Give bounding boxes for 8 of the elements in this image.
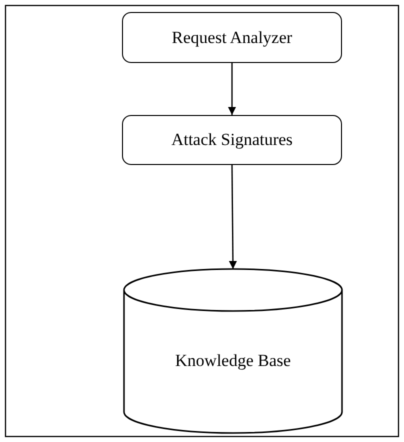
process-box <box>122 115 342 165</box>
node-label: Attack Signatures <box>171 130 293 150</box>
process-box <box>122 12 342 63</box>
arrow <box>228 63 236 115</box>
node-label: Knowledge Base <box>175 351 291 371</box>
arrow <box>228 165 237 269</box>
database-cylinder <box>123 268 343 434</box>
node-label: Request Analyzer <box>172 28 292 48</box>
